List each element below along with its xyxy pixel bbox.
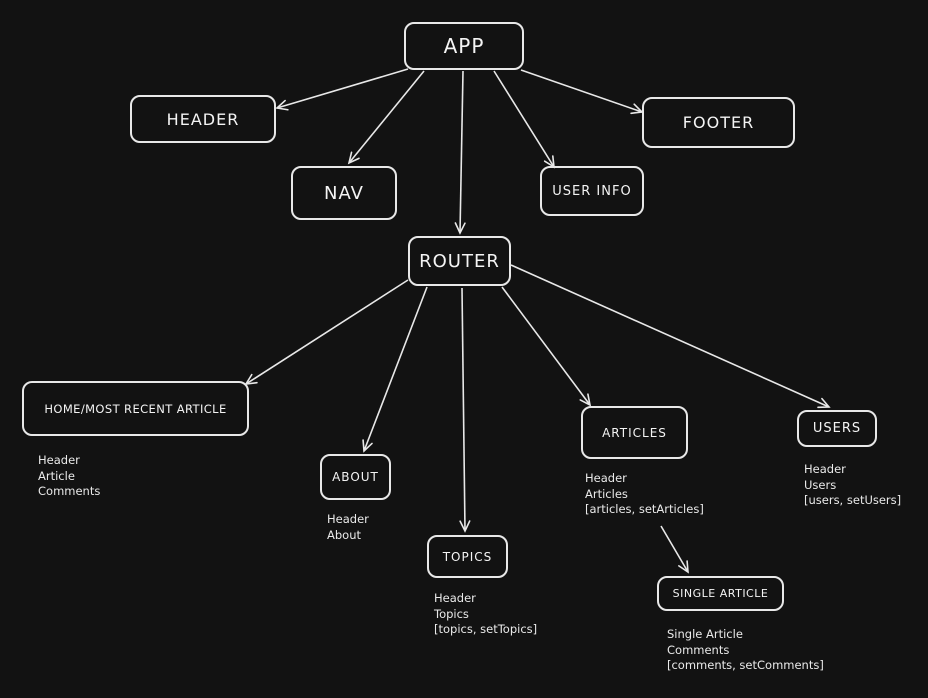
node-home: HOME/MOST RECENT ARTICLE	[22, 381, 249, 436]
edge-router-to-users-arrowhead	[817, 397, 831, 409]
edge-app-to-footer	[520, 69, 643, 113]
edge-router-to-about	[363, 286, 428, 452]
note-line: Users	[804, 477, 837, 492]
edge-router-to-topics-arrowhead	[459, 520, 471, 533]
note-line: About	[327, 527, 362, 542]
note-line: Header	[327, 512, 369, 526]
note-users: Header Users [users, setUsers]	[804, 462, 901, 509]
note-line: Header	[38, 453, 80, 467]
note-line: [users, setUsers]	[804, 493, 902, 507]
edge-app-to-header	[276, 68, 409, 109]
note-line: Header	[585, 471, 627, 485]
edge-articles-to-single-article-arrowhead	[678, 560, 689, 574]
node-about: ABOUT	[320, 454, 391, 500]
edge-app-to-nav-arrowhead	[347, 151, 360, 165]
node-users: USERS	[797, 410, 877, 447]
node-footer: FOOTER	[642, 97, 795, 148]
edge-router-to-topics	[461, 287, 466, 532]
node-header: HEADER	[130, 95, 276, 143]
node-articles: ARTICLES	[581, 406, 688, 459]
edge-router-to-home-arrowhead	[244, 373, 258, 385]
node-topics: TOPICS	[427, 535, 508, 578]
edge-router-to-home	[245, 279, 409, 385]
edge-app-to-router	[459, 70, 464, 234]
node-app: APP	[404, 22, 524, 70]
note-line: Articles	[585, 486, 628, 501]
note-articles: Header Articles [articles, setArticles]	[585, 471, 704, 518]
edge-articles-to-single-article	[660, 525, 689, 573]
edge-app-to-nav	[348, 70, 425, 164]
node-user-info: USER INFO	[540, 166, 644, 216]
edge-router-to-articles-arrowhead	[579, 393, 592, 407]
note-line: Single Article	[667, 627, 743, 641]
node-router: ROUTER	[408, 236, 511, 286]
node-nav: NAV	[291, 166, 397, 220]
note-line: Topics	[434, 606, 469, 621]
note-single-article: Single Article Comments [comments, setCo…	[667, 627, 824, 674]
edge-router-to-about-arrowhead	[362, 439, 373, 453]
note-topics: Header Topics [topics, setTopics]	[434, 591, 537, 638]
note-line: Article	[38, 468, 75, 483]
note-line: [articles, setArticles]	[585, 502, 704, 516]
edge-app-to-header-arrowhead	[275, 99, 289, 111]
note-home: Header Article Comments	[38, 453, 100, 500]
note-line: Comments	[667, 642, 730, 657]
edge-app-to-user-info	[493, 70, 555, 168]
edge-router-to-users	[510, 264, 830, 408]
note-line: [comments, setComments]	[667, 658, 824, 672]
note-line: Header	[434, 591, 476, 605]
note-line: Comments	[38, 484, 101, 498]
edge-router-to-articles	[501, 286, 591, 406]
note-line: [topics, setTopics]	[434, 622, 538, 636]
edge-app-to-router-arrowhead	[454, 222, 466, 235]
node-single-article: SINGLE ARTICLE	[657, 576, 784, 611]
note-about: Header About	[327, 512, 369, 543]
note-line: Header	[804, 462, 846, 476]
